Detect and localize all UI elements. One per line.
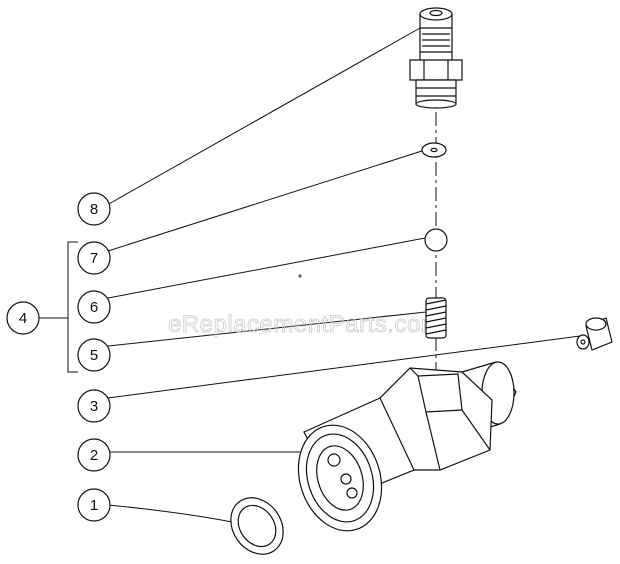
check-ball: [424, 228, 448, 252]
leader-lines: [38, 27, 581, 523]
callout-label: 2: [90, 447, 98, 464]
callout-label: 4: [19, 310, 27, 327]
spring: [425, 297, 447, 339]
center-mark: [298, 274, 302, 278]
callout-label: 5: [90, 347, 98, 364]
callout-4: 4: [6, 301, 40, 335]
callout-label: 1: [90, 497, 98, 514]
callout-3: 3: [77, 389, 111, 423]
callout-1: 1: [77, 488, 111, 522]
callout-8: 8: [77, 192, 111, 226]
quick-coupler-body: [297, 361, 517, 532]
callout-label: 7: [90, 250, 98, 267]
callout-label: 6: [90, 299, 98, 316]
nozzle: [576, 317, 613, 351]
callout-7: 7: [77, 241, 111, 275]
small-washer: [421, 142, 447, 158]
callout-label: 8: [90, 201, 98, 218]
callout-label: 3: [90, 398, 98, 415]
watermark: eReplacementParts.com: [168, 311, 441, 338]
quick-coupler-nipple: [409, 7, 463, 109]
callout-6: 6: [77, 290, 111, 324]
callout-2: 2: [77, 438, 111, 472]
o-ring: [230, 497, 284, 555]
callout-5: 5: [77, 338, 111, 372]
